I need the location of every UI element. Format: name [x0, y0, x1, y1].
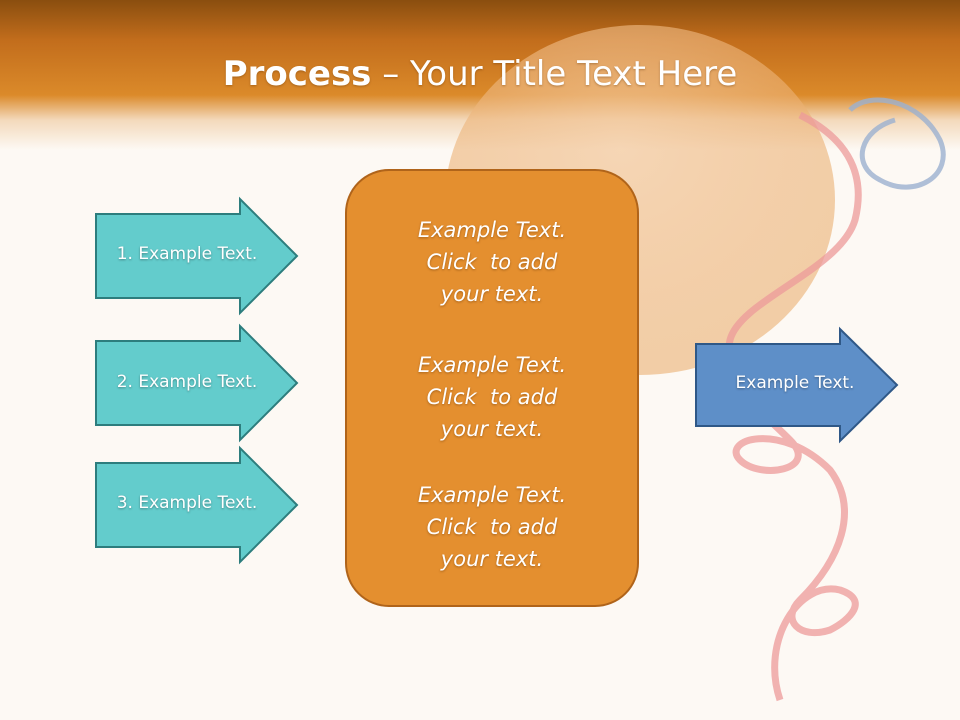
- right-arrow-label: Example Text.: [735, 373, 855, 393]
- center-text-block-1: Example Text. Click to add your text.: [347, 214, 637, 310]
- center-block-3-line-2: Click to add: [426, 515, 558, 539]
- left-arrow-1-label: 1. Example Text.: [116, 244, 258, 264]
- left-arrow-2-label: 2. Example Text.: [116, 372, 258, 392]
- center-block-3-line-1: Example Text.: [417, 483, 567, 507]
- title-rest: – Your Title Text Here: [371, 54, 738, 94]
- center-block-2-line-2: Click to add: [426, 385, 558, 409]
- ribbon-red: [725, 111, 862, 702]
- center-block-2-line-3: your text.: [440, 417, 544, 441]
- title-bold: Process: [222, 54, 372, 94]
- center-block-1-line-1: Example Text.: [417, 218, 567, 242]
- center-block-2-line-1: Example Text.: [417, 353, 567, 377]
- center-text-block-2: Example Text. Click to add your text.: [347, 349, 637, 445]
- center-block-1-line-2: Click to add: [426, 250, 558, 274]
- center-block-1-line-3: your text.: [440, 282, 544, 306]
- left-arrow-3-shape[interactable]: [95, 445, 299, 565]
- slide-title: Process – Your Title Text Here: [0, 52, 960, 96]
- left-arrow-2-shape[interactable]: [95, 323, 299, 443]
- center-block-3-line-3: your text.: [440, 547, 544, 571]
- ribbon-blue: [848, 97, 946, 190]
- left-arrow-1-shape[interactable]: [95, 196, 299, 316]
- center-text-box[interactable]: Example Text. Click to add your text. Ex…: [345, 169, 639, 607]
- left-arrow-3-label: 3. Example Text.: [116, 493, 258, 513]
- right-arrow-shape[interactable]: [695, 326, 899, 444]
- center-text-block-3: Example Text. Click to add your text.: [347, 479, 637, 575]
